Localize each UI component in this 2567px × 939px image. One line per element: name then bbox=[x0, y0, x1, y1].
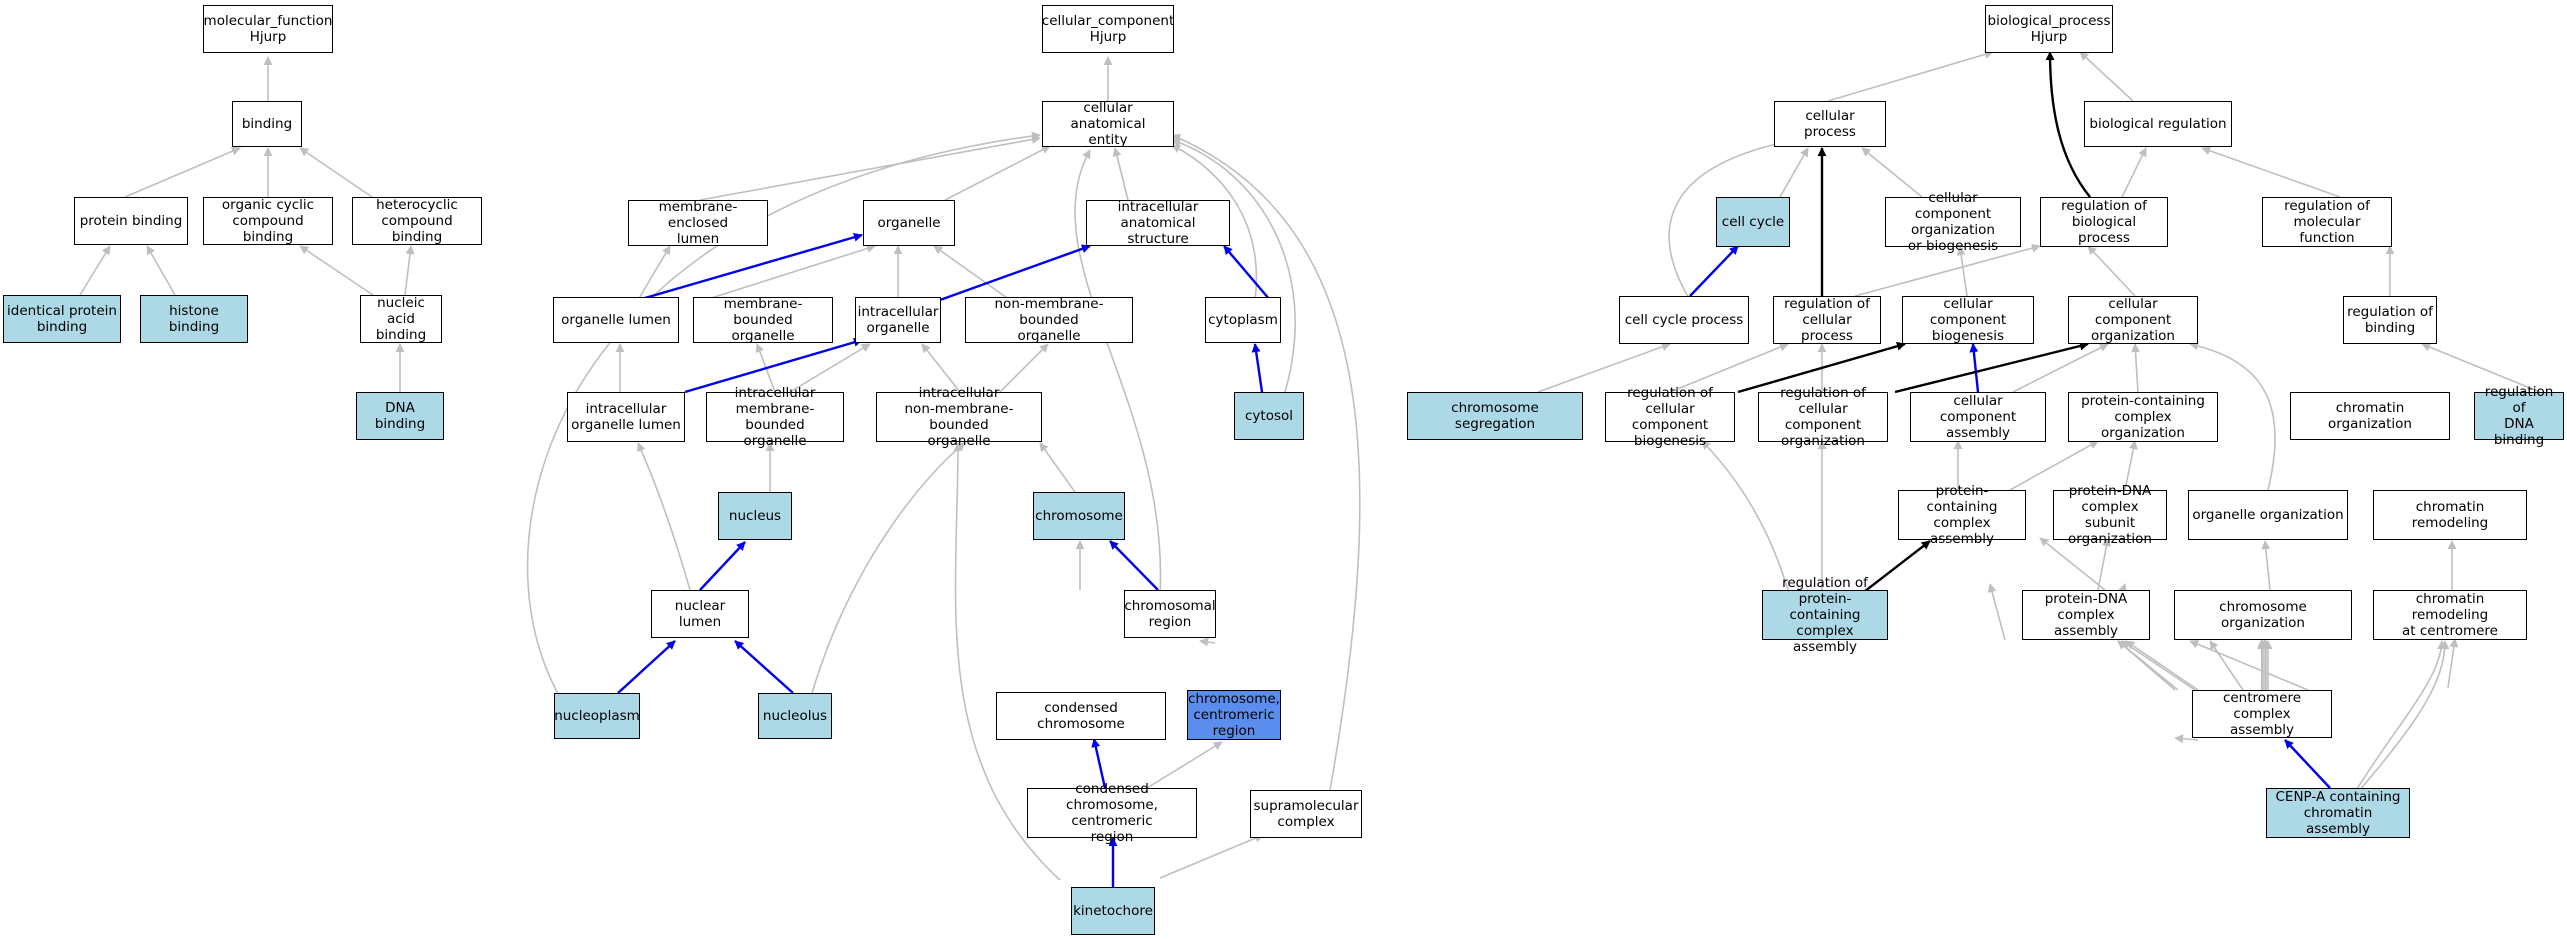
go-node-condensed-chromosome[interactable]: condensed chromosome bbox=[996, 692, 1166, 740]
go-node-organic-cyclic-compound-binding[interactable]: organic cyclic compound binding bbox=[203, 197, 333, 245]
go-node-protein-containing-complex-organization[interactable]: protein-containing complex organization bbox=[2068, 392, 2218, 442]
go-node-nucleolus[interactable]: nucleolus bbox=[758, 693, 832, 739]
go-node-regulation-of-cellular-component-biogenesis[interactable]: regulation of cellular component biogene… bbox=[1605, 385, 1735, 449]
go-node-nucleoplasm[interactable]: nucleoplasm bbox=[554, 693, 640, 739]
go-node-cenp-a-containing-chromatin-assembly[interactable]: CENP-A containing chromatin assembly bbox=[2266, 788, 2410, 838]
go-node-regulation-of-biological-process[interactable]: regulation of biological process bbox=[2040, 197, 2168, 247]
go-node-chromosome-centromeric-region[interactable]: chromosome, centromeric region bbox=[1187, 690, 1281, 740]
go-node-histone-binding[interactable]: histone binding bbox=[140, 295, 248, 343]
go-node-organelle-organization[interactable]: organelle organization bbox=[2188, 490, 2348, 540]
go-node-intracellular-organelle-lumen[interactable]: intracellular organelle lumen bbox=[567, 392, 685, 442]
go-node-binding[interactable]: binding bbox=[232, 101, 302, 147]
go-node-nuclear-lumen[interactable]: nuclear lumen bbox=[651, 590, 749, 638]
go-node-protein-binding[interactable]: protein binding bbox=[74, 197, 188, 245]
go-node-chromatin-organization[interactable]: chromatin organization bbox=[2290, 392, 2450, 440]
go-node-chromosomal-region[interactable]: chromosomal region bbox=[1124, 590, 1216, 638]
go-node-regulation-of-molecular-function[interactable]: regulation of molecular function bbox=[2262, 197, 2392, 247]
go-node-organelle[interactable]: organelle bbox=[863, 200, 955, 246]
go-node-cellular-anatomical-entity[interactable]: cellular anatomical entity bbox=[1042, 100, 1174, 148]
go-node-membrane-enclosed-lumen[interactable]: membrane-enclosed lumen bbox=[628, 199, 768, 247]
go-node-chromatin-remodeling[interactable]: chromatin remodeling bbox=[2373, 490, 2527, 540]
go-node-chromosome[interactable]: chromosome bbox=[1033, 492, 1125, 540]
go-node-regulation-of-protein-containing-complex-assembly[interactable]: regulation of protein-containing complex… bbox=[1762, 575, 1888, 655]
go-node-nucleic-acid-binding[interactable]: nucleic acid binding bbox=[360, 295, 442, 343]
go-node-regulation-of-cellular-component-organization[interactable]: regulation of cellular component organiz… bbox=[1758, 385, 1888, 449]
go-node-cell-cycle-process[interactable]: cell cycle process bbox=[1619, 296, 1749, 344]
edges-layer bbox=[79, 49, 2541, 887]
go-node-protein-dna-complex-assembly[interactable]: protein-DNA complex assembly bbox=[2022, 590, 2150, 640]
go-node-protein-containing-complex-assembly[interactable]: protein-containing complex assembly bbox=[1898, 483, 2026, 547]
go-node-cellular-process[interactable]: cellular process bbox=[1774, 101, 1886, 147]
go-node-chromatin-remodeling-at-centromere[interactable]: chromatin remodeling at centromere bbox=[2373, 590, 2527, 640]
go-node-molecular-function[interactable]: molecular_function Hjurp bbox=[203, 5, 333, 53]
go-node-identical-protein-binding[interactable]: identical protein binding bbox=[3, 295, 121, 343]
go-node-organelle-lumen[interactable]: organelle lumen bbox=[553, 297, 679, 343]
go-node-dna-binding[interactable]: DNA binding bbox=[356, 392, 444, 440]
go-node-membrane-bounded-organelle[interactable]: membrane-bounded organelle bbox=[693, 296, 833, 344]
go-node-supramolecular-complex[interactable]: supramolecular complex bbox=[1250, 790, 1362, 838]
go-node-nucleus[interactable]: nucleus bbox=[718, 492, 792, 540]
go-node-chromosome-segregation[interactable]: chromosome segregation bbox=[1407, 392, 1583, 440]
go-node-chromosome-organization[interactable]: chromosome organization bbox=[2174, 590, 2352, 640]
go-node-cell-cycle[interactable]: cell cycle bbox=[1716, 197, 1790, 247]
go-node-kinetochore[interactable]: kinetochore bbox=[1071, 887, 1155, 935]
go-node-cellular-component-assembly[interactable]: cellular component assembly bbox=[1910, 392, 2046, 442]
go-node-regulation-of-binding[interactable]: regulation of binding bbox=[2343, 296, 2437, 344]
go-node-intracellular-organelle[interactable]: intracellular organelle bbox=[855, 297, 941, 343]
go-node-regulation-of-dna-binding[interactable]: regulation of DNA binding bbox=[2474, 384, 2564, 448]
go-node-cellular-component-organization-or-biogenesis[interactable]: cellular component organization or bioge… bbox=[1885, 190, 2021, 254]
go-node-intracellular-membrane-bounded-organelle[interactable]: intracellular membrane-bounded organelle bbox=[706, 385, 844, 449]
go-node-intracellular-non-membrane-bounded-organelle[interactable]: intracellular non-membrane-bounded organ… bbox=[876, 385, 1042, 449]
go-node-cellular-component-biogenesis[interactable]: cellular component biogenesis bbox=[1902, 296, 2034, 344]
go-node-protein-dna-complex-subunit-organization[interactable]: protein-DNA complex subunit organization bbox=[2053, 483, 2167, 547]
go-node-heterocyclic-compound-binding[interactable]: heterocyclic compound binding bbox=[352, 197, 482, 245]
go-node-condensed-chromosome-centromeric-region[interactable]: condensed chromosome, centromeric region bbox=[1027, 781, 1197, 845]
go-node-cellular-component-organization[interactable]: cellular component organization bbox=[2068, 296, 2198, 344]
go-node-centromere-complex-assembly[interactable]: centromere complex assembly bbox=[2192, 690, 2332, 738]
go-node-cellular-component[interactable]: cellular_component Hjurp bbox=[1042, 5, 1174, 53]
go-node-biological-regulation[interactable]: biological regulation bbox=[2084, 101, 2232, 147]
go-node-cytoplasm[interactable]: cytoplasm bbox=[1205, 297, 1281, 343]
go-node-intracellular-anatomical-structure[interactable]: intracellular anatomical structure bbox=[1086, 199, 1230, 247]
go-node-biological-process[interactable]: biological_process Hjurp bbox=[1985, 5, 2113, 53]
go-node-regulation-of-cellular-process[interactable]: regulation of cellular process bbox=[1773, 296, 1881, 344]
go-node-non-membrane-bounded-organelle[interactable]: non-membrane-bounded organelle bbox=[965, 296, 1133, 344]
go-node-cytosol[interactable]: cytosol bbox=[1234, 392, 1304, 440]
